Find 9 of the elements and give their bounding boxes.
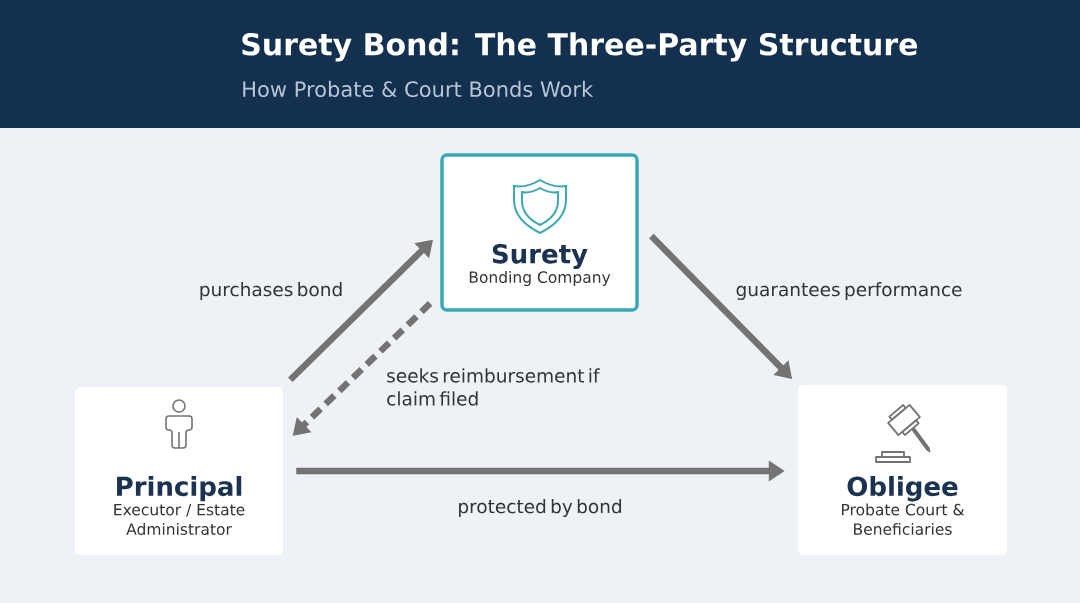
diagram-title: Surety Bond: The Three-Party Structure xyxy=(242,32,918,62)
surety-box: Surety Bonding Company xyxy=(440,153,639,312)
caption: How Probate & Court Bonds Work xyxy=(243,80,594,98)
obligee-box: Obligee Probate Court & Beneficiaries xyxy=(798,385,1007,555)
edge-label: seeks reimbursement if claim filed xyxy=(387,368,600,406)
edge-label: purchases bond xyxy=(200,282,342,300)
edge-label: guarantees performance xyxy=(736,282,962,300)
edge-label: protected by bond xyxy=(459,499,621,517)
principal-box: Principal Executor / Estate Administrator xyxy=(75,387,283,555)
